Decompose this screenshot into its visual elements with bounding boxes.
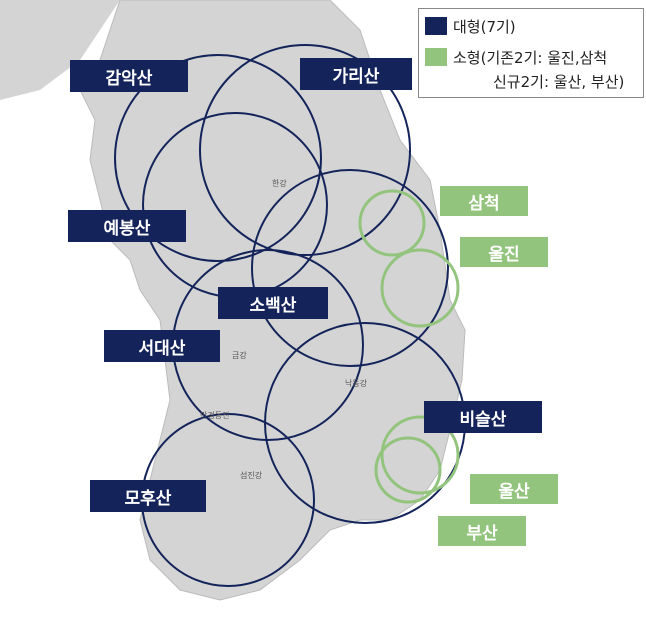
legend-small-label: 소형(기존2기: 울진,삼척 — [453, 49, 608, 67]
small-radar-label: 부산 — [438, 516, 526, 546]
legend-swatch-small — [425, 48, 447, 66]
river-label: 낙동강 — [345, 379, 368, 388]
legend-swatch-large — [425, 17, 447, 35]
large-radar-label: 감악산 — [70, 60, 188, 92]
large-radar-coverage-circle — [251, 169, 449, 367]
small-radar-coverage-circle — [358, 189, 426, 257]
large-radar-coverage-circle — [114, 54, 322, 262]
small-radar-label: 삼척 — [440, 186, 528, 216]
small-radar-coverage-circle — [374, 436, 442, 504]
large-radar-label: 소백산 — [218, 287, 328, 319]
large-radar-label: 모후산 — [90, 480, 206, 512]
small-radar-coverage-circle — [380, 248, 460, 328]
north-land — [0, 0, 120, 100]
large-radar-label: 가리산 — [300, 58, 412, 90]
large-radar-coverage-circle — [199, 44, 411, 256]
river-label: 한강 — [272, 179, 287, 188]
small-radar-label: 울진 — [460, 237, 548, 267]
legend-small-label-2: 신규2기: 울산, 부산) — [493, 73, 625, 91]
small-radar-label: 울산 — [470, 474, 558, 504]
small-radar-coverage-circle — [380, 415, 460, 495]
legend: 대형(7기) 소형(기존2기: 울진,삼척 신규2기: 울산, 부산) — [418, 8, 644, 98]
river-label: 금강 — [232, 351, 247, 360]
river-label: 만경동진 — [200, 411, 230, 420]
large-radar-label: 예봉산 — [68, 210, 186, 242]
large-radar-label: 서대산 — [104, 330, 220, 362]
large-radar-label: 비슬산 — [424, 401, 542, 433]
river-label: 섬진강 — [240, 471, 263, 480]
legend-large-label: 대형(7기) — [453, 18, 516, 36]
